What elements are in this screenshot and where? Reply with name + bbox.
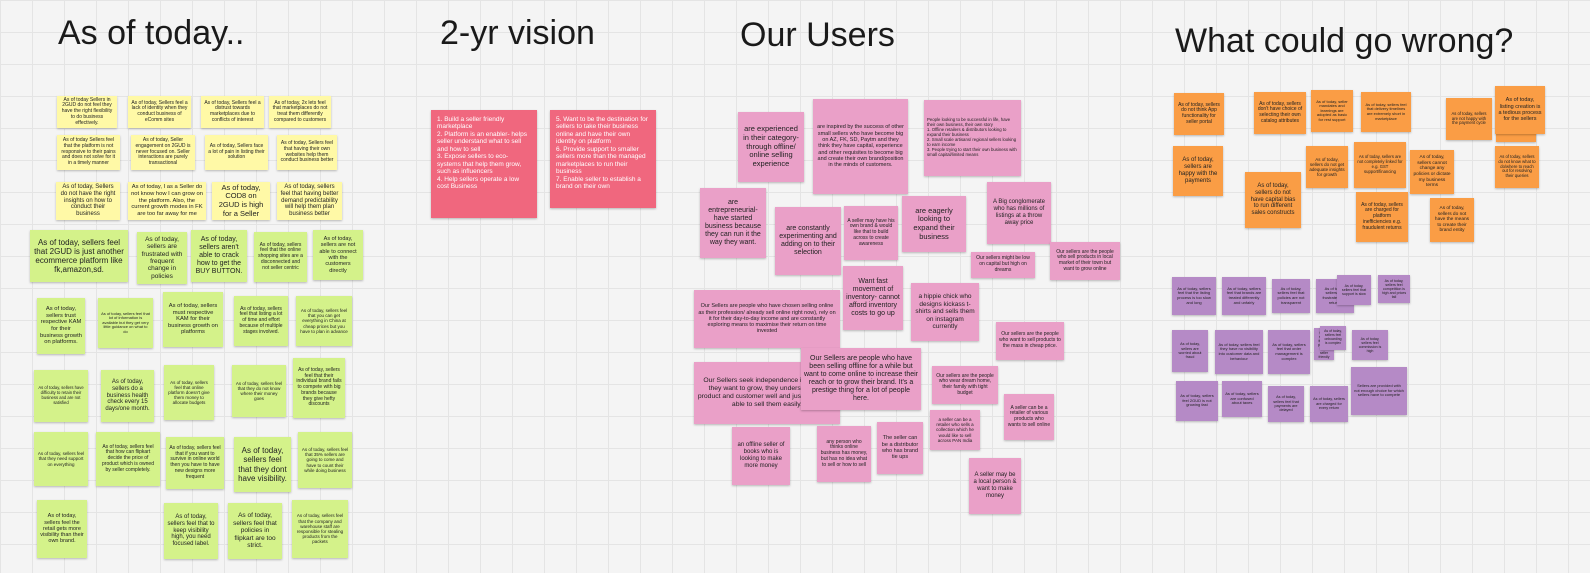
today-sticky-note[interactable]: As of today, sellers have difficulty to … [34,370,88,422]
wrong-sticky-note[interactable]: As of today, sellers are not completely … [1354,142,1406,188]
wrong-sticky-note[interactable]: As of today, seller mandates and learnin… [1311,90,1353,132]
users-sticky-note[interactable]: A seller may be a local person & want to… [969,458,1021,514]
wrong-sticky-note[interactable]: As of today, sellers feel competition is… [1378,275,1410,303]
wrong-sticky-note[interactable]: As of today, sellers do not know what to… [1495,146,1539,188]
today-sticky-note[interactable]: As of today, Seller engagement on 2GUD i… [131,135,195,170]
today-sticky-note[interactable]: As of today, sellers feel that policies … [228,503,282,559]
today-sticky-note[interactable]: As of today, sellers trust respective KA… [37,298,85,354]
users-sticky-note[interactable]: People looking to be successful in life,… [924,100,1021,176]
users-sticky-note[interactable]: Want fast movement of inventory- cannot … [843,266,903,330]
wrong-sticky-note[interactable]: As of today, sellers feel that support i… [1337,275,1371,305]
wrong-sticky-note[interactable]: As of today, sellers feel commission is … [1352,330,1388,360]
users-sticky-note[interactable]: Our sellers are the people who want to s… [996,322,1064,360]
today-sticky-note[interactable]: As of today, Sellers feel a lack of iden… [128,96,191,128]
wrong-sticky-note[interactable]: As of today, sellers feel that the listi… [1172,277,1216,315]
users-sticky-note[interactable]: Our sellers are the people who sell prod… [1050,242,1120,280]
today-sticky-note[interactable]: As of today, sellers aren't able to crac… [191,230,247,282]
wrong-sticky-note[interactable]: As of today, sellers are happy with the … [1173,146,1223,196]
today-sticky-note[interactable]: As of today, Sellers face a lot of pain … [205,135,268,170]
wrong-sticky-note[interactable]: As of today, sellers are worried about f… [1172,330,1208,372]
users-sticky-note[interactable]: are entrepreneurial- have started busine… [700,188,766,258]
today-sticky-note[interactable]: As of today, sellers feel that listing a… [234,296,288,346]
wrong-sticky-note[interactable]: As of today, sellers do not have capital… [1245,172,1301,228]
today-sticky-note[interactable]: As of today, sellers feel that to keep v… [164,503,218,559]
header-our-users: Our Users [740,16,895,54]
today-sticky-note[interactable]: As of today, sellers feel that 35% selle… [298,432,352,488]
today-sticky-note[interactable]: As of today, sellers must respective KAM… [163,292,223,347]
wrong-sticky-note[interactable]: As of today, sellers are charged for eve… [1310,386,1348,422]
header-what-could-go-wrong: What could go wrong? [1175,22,1514,60]
header-as-of-today: As of today.. [58,14,245,52]
users-sticky-note[interactable]: are experienced in their category- throu… [738,112,804,182]
wrong-sticky-note[interactable]: As of today, sellers feel 2GUD is not gr… [1176,381,1218,421]
wrong-sticky-note[interactable]: As of today, sellers do not get adequate… [1306,146,1348,188]
today-sticky-note[interactable]: As of today, sellers do a business healt… [101,370,154,422]
today-sticky-note[interactable]: As of today Sellers feel that the platfo… [57,135,120,170]
today-sticky-note[interactable]: As of today Sellers in 2GUD do not feel … [57,96,117,128]
wrong-sticky-note[interactable]: As of today, listing creation is a tedio… [1495,86,1545,134]
today-sticky-note[interactable]: As of today, sellers feel that lot of in… [98,298,153,348]
wrong-sticky-note[interactable]: As of today, sellers do not have the mea… [1430,198,1474,242]
wrong-sticky-note[interactable]: As of today, sellers feel that brands ar… [1222,277,1266,315]
today-sticky-note[interactable]: As of today, COD8 on 2GUD is high for a … [212,182,270,220]
wrong-sticky-note[interactable]: As of today, sellers feel onboarding is … [1320,326,1346,350]
wrong-sticky-note[interactable]: As of today, sellers cannot change any p… [1410,150,1454,194]
users-sticky-note[interactable]: Our Sellers are people who have been sel… [801,348,921,410]
today-sticky-note[interactable]: As of today, sellers feel that they do n… [232,365,286,417]
today-sticky-note[interactable]: As of today, sellers feel that 2GUD is j… [30,230,128,282]
wrong-sticky-note[interactable]: As of today, sellers do not think App fu… [1174,93,1224,135]
today-sticky-note[interactable]: As of today, Sellers feel that having th… [277,135,337,170]
today-sticky-note[interactable]: As of today, Sellers do not have the rig… [56,182,120,220]
users-sticky-note[interactable]: a seller can be a retailer who sells a c… [930,410,980,450]
users-sticky-note[interactable]: Our sellers are the people who wear drea… [932,366,998,404]
today-sticky-note[interactable]: As of today, sellers feel that how can f… [96,432,160,486]
today-sticky-note[interactable]: As of today, sellers feel that online pl… [164,365,214,420]
today-sticky-note[interactable]: As of today, sellers feel that the compa… [292,500,348,558]
today-sticky-note[interactable]: As of today, sellers feel that they dont… [234,437,291,492]
today-sticky-note[interactable]: As of today, sellers feel the retail get… [37,500,87,558]
wrong-sticky-note[interactable]: As of today, sellers are charged for pla… [1356,192,1408,242]
wrong-sticky-note[interactable]: As of today, sellers feel that order man… [1268,330,1310,374]
users-sticky-note[interactable]: an offline seller of books who is lookin… [732,427,790,485]
users-sticky-note[interactable]: Our sellers might be low on capital but … [971,252,1035,278]
today-sticky-note[interactable]: As of today, sellers are frustrated with… [137,232,187,284]
header-2yr-vision: 2-yr vision [440,14,595,52]
users-sticky-note[interactable]: A seller can be a retailer of various pr… [1004,394,1054,440]
wrong-sticky-note[interactable]: As of today, sellers feel that delivery … [1361,92,1411,132]
today-sticky-note[interactable]: As of today, 2x lets feel that marketpla… [269,96,331,128]
today-sticky-note[interactable]: As of today, I as a Seller do not know h… [128,182,206,220]
wrong-sticky-note[interactable]: As of today, sellers are confused about … [1222,381,1262,417]
users-sticky-note[interactable]: The seller can be a distributor who has … [877,422,923,474]
today-sticky-note[interactable]: As of today, sellers feel that having be… [277,182,342,220]
users-sticky-note[interactable]: are inspired by the success of other sma… [813,99,908,194]
users-sticky-note[interactable]: a hippie chick who designs kickass t-shi… [911,283,979,341]
today-sticky-note[interactable]: As of today, sellers feel that if you wa… [166,437,224,489]
today-sticky-note[interactable]: As of today, sellers feel that their ind… [293,358,345,418]
today-sticky-note[interactable]: As of today, sellers feel that you can g… [296,296,352,346]
wrong-sticky-note[interactable]: Sellers are provided with not enough cho… [1351,367,1407,415]
wrong-sticky-note[interactable]: As of today, sellers feel that payments … [1268,386,1304,422]
users-sticky-note[interactable]: A Big conglomerate who has millions of l… [987,182,1051,244]
wrong-sticky-note[interactable]: As of today, sellers are not happy with … [1446,98,1492,140]
today-sticky-note[interactable]: As of today, sellers feel that the onlin… [254,232,307,282]
users-sticky-note[interactable]: Our Sellers are people who have chosen s… [694,290,840,348]
wrong-sticky-note[interactable]: As of today, sellers feel they have no v… [1215,330,1263,374]
vision-sticky-note[interactable]: 1. Build a seller friendly marketplace 2… [431,110,537,218]
users-sticky-note[interactable]: any person who thinks online business ha… [817,426,871,482]
users-sticky-note[interactable]: are eagerly looking to expand their busi… [902,196,966,252]
today-sticky-note[interactable]: As of today, sellers feel that they need… [34,432,88,486]
wrong-sticky-note[interactable]: As of today, sellers feel that policies … [1272,279,1310,313]
users-sticky-note[interactable]: are constantly experimenting and adding … [775,207,841,275]
vision-sticky-note[interactable]: 5. Want to be the destination for seller… [550,110,656,208]
today-sticky-note[interactable]: As of today, Sellers feel a distrust tow… [201,96,264,128]
today-sticky-note[interactable]: As of today, sellers are not able to con… [313,230,363,280]
users-sticky-note[interactable]: A seller may have his own brand & would … [844,206,898,260]
wrong-sticky-note[interactable]: As of today, sellers don't have choice o… [1254,92,1306,134]
